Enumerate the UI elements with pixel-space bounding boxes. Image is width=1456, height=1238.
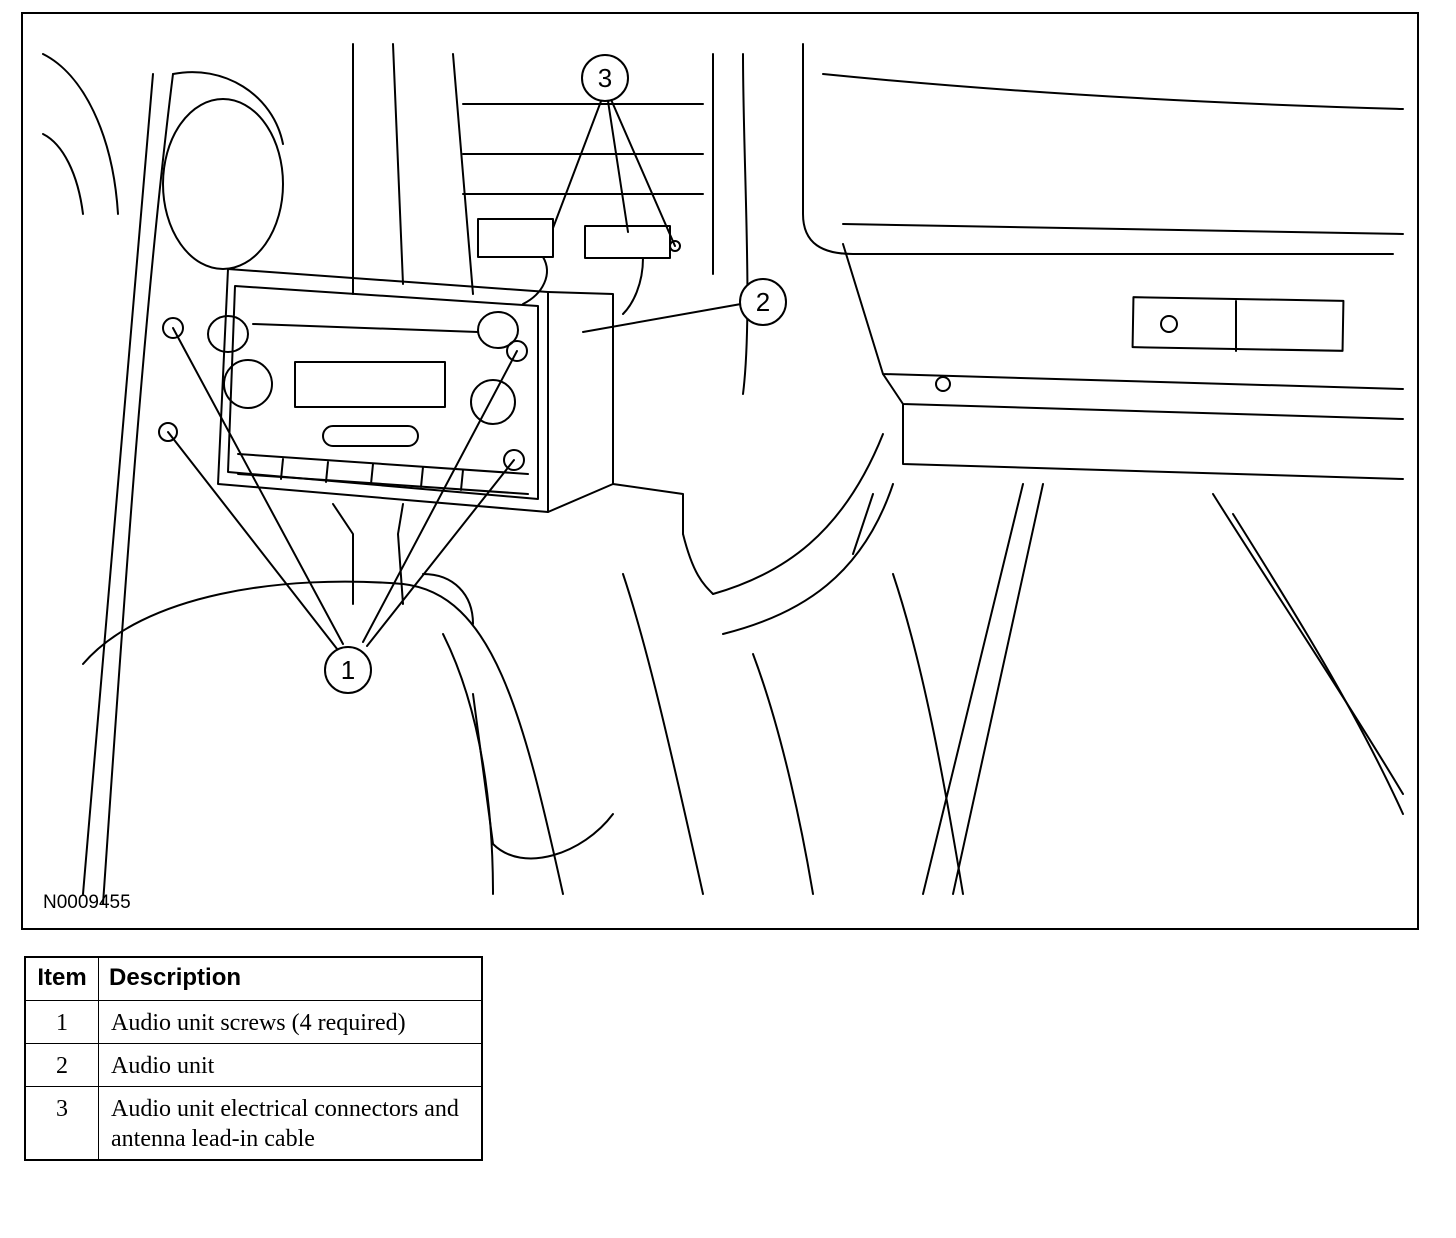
audio-unit xyxy=(207,268,614,513)
callout-1-label: 1 xyxy=(341,655,355,685)
table-row: 3 Audio unit electrical connectors and a… xyxy=(24,1086,483,1161)
left-trim xyxy=(42,53,174,905)
line-drawing: 1 2 3 xyxy=(42,43,1404,905)
floor xyxy=(752,483,1404,895)
header-item: Item xyxy=(24,956,99,1001)
dash-opening xyxy=(352,43,749,395)
row-description: Audio unit xyxy=(98,1043,483,1087)
callout-group: 1 2 3 xyxy=(324,54,787,694)
callout-3-label: 3 xyxy=(598,63,612,93)
diagram-figure: 1 2 3 N0009455 xyxy=(21,12,1419,930)
connectors xyxy=(477,218,681,315)
figure-id-label: N0009455 xyxy=(43,892,131,913)
leader-lines xyxy=(167,87,742,655)
legend-header-row: Item Description xyxy=(24,956,483,1001)
callout-2-label: 2 xyxy=(756,287,770,317)
callout-2: 2 xyxy=(739,278,787,326)
row-item: 3 xyxy=(24,1086,99,1161)
legend-table: Item Description 1 Audio unit screws (4 … xyxy=(24,956,483,1161)
callout-1: 1 xyxy=(324,646,372,694)
speaker xyxy=(162,71,284,270)
row-description: Audio unit electrical connectors and ant… xyxy=(98,1086,483,1161)
glove-box xyxy=(802,43,1404,480)
console xyxy=(82,503,704,895)
row-item: 2 xyxy=(24,1043,99,1087)
row-item: 1 xyxy=(24,1000,99,1044)
table-row: 2 Audio unit xyxy=(24,1043,483,1087)
screws xyxy=(158,317,528,471)
table-row: 1 Audio unit screws (4 required) xyxy=(24,1000,483,1044)
row-description: Audio unit screws (4 required) xyxy=(98,1000,483,1044)
header-description: Description xyxy=(98,956,483,1001)
callout-3: 3 xyxy=(581,54,629,102)
center-stack xyxy=(612,433,894,635)
